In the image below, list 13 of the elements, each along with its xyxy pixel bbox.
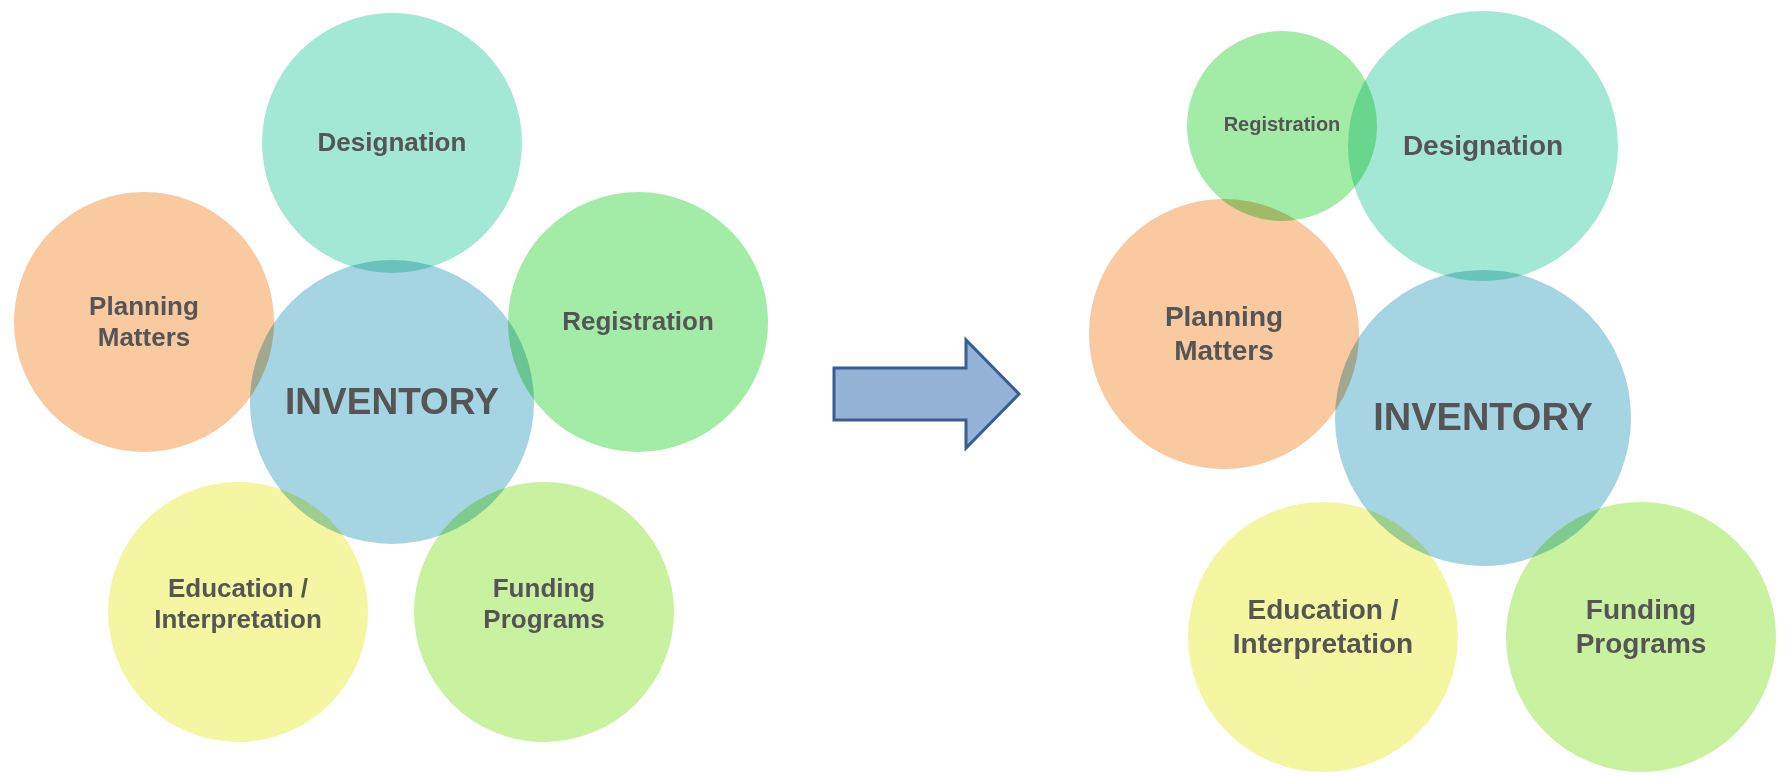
- circle-label: Planning Matters: [88, 290, 200, 354]
- circle-label: INVENTORY: [285, 379, 499, 424]
- circle-label: Registration: [562, 306, 714, 338]
- circle-label: Registration: [1223, 112, 1341, 136]
- circle-label: INVENTORY: [1373, 395, 1593, 441]
- circle-label: Education / Interpretation: [1231, 593, 1415, 661]
- circle-label: Funding Programs: [482, 572, 606, 636]
- block-arrow: [832, 336, 1022, 452]
- circle-label: Education / Interpretation: [153, 572, 323, 636]
- circle-label: Planning Matters: [1163, 300, 1285, 368]
- circle-label: Designation: [1402, 129, 1564, 163]
- circle-label: Funding Programs: [1574, 593, 1708, 661]
- circle-label: Designation: [317, 127, 467, 159]
